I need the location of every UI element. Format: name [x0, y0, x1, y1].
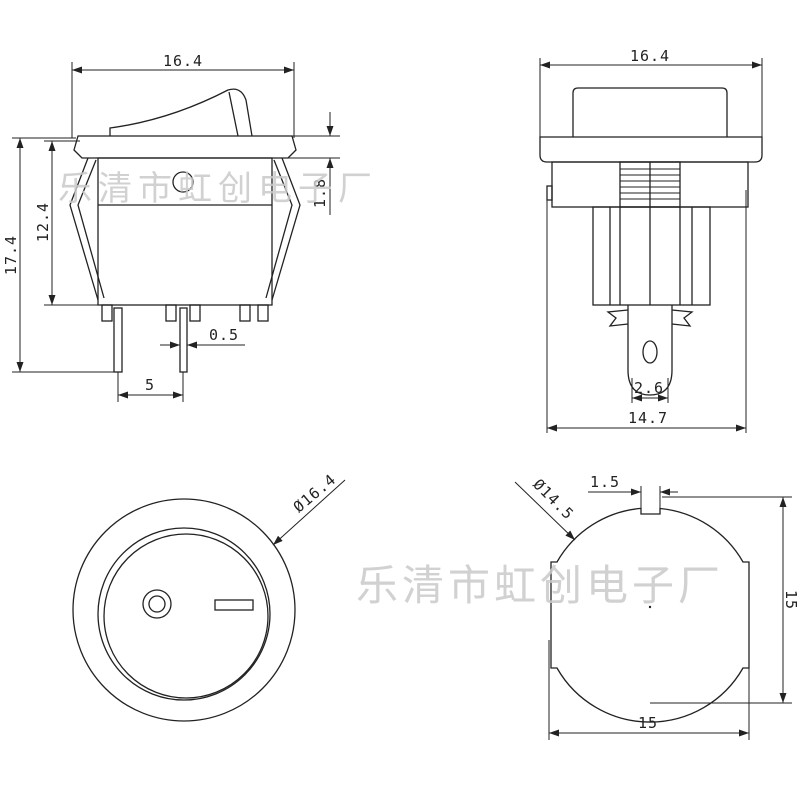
cutout-center-mark — [648, 605, 652, 609]
front-total-height-label: 17.4 — [2, 235, 20, 275]
front-clip-left-outer — [69, 157, 99, 301]
front-terminal-base — [239, 304, 251, 322]
side-width-label: 16.4 — [630, 47, 670, 65]
front-body-height-label: 12.4 — [34, 202, 52, 242]
cutout-key-width-label: 1.5 — [590, 473, 620, 491]
watermark-middle: 乐清市虹创电子厂 — [356, 561, 724, 610]
side-neck-tab — [546, 185, 553, 201]
front-clip-right-inner — [265, 159, 293, 299]
top-diameter-leader — [272, 479, 346, 546]
top-bezel-outer — [72, 498, 296, 722]
front-bezel-thickness-label: 1.8 — [311, 178, 329, 208]
top-diameter-label: Ø16.4 — [290, 470, 340, 516]
front-terminal-base — [189, 304, 201, 322]
top-rocker-face — [97, 527, 271, 701]
front-pin-middle — [179, 307, 188, 373]
front-terminal-base — [101, 304, 113, 322]
top-off-symbol-inner — [148, 595, 166, 613]
side-terminal-width-label: 2.6 — [634, 379, 664, 397]
side-bezel — [539, 136, 763, 163]
front-pin-left — [113, 307, 123, 373]
front-rocker-face-line — [228, 91, 239, 137]
front-terminal-base — [165, 304, 177, 322]
cutout-outline — [550, 507, 750, 723]
front-body — [97, 157, 273, 306]
cutout-height-label: 15 — [782, 590, 800, 610]
front-rocker-actuator — [109, 88, 253, 137]
front-clip-right-outer — [271, 157, 301, 301]
top-rocker-face-inner — [103, 533, 269, 699]
front-pin-thickness-label: 0.5 — [209, 326, 239, 344]
cutout-diameter-leader — [514, 481, 576, 541]
side-body-width-label: 14.7 — [628, 409, 668, 427]
side-actuator — [572, 87, 728, 137]
front-width-label: 16.4 — [163, 52, 203, 70]
side-lower-body — [592, 206, 711, 306]
front-terminal-base — [257, 304, 269, 322]
side-view: 16.4 2.6 — [539, 47, 763, 433]
front-clip-left-inner — [77, 159, 105, 299]
cutout-diameter-label: Ø14.5 — [529, 475, 577, 523]
top-on-symbol — [214, 599, 254, 611]
front-view: 16.4 0.5 5 — [2, 52, 340, 402]
front-pin-spacing-label: 5 — [145, 376, 155, 394]
top-view: Ø16.4 — [72, 470, 346, 722]
side-terminal-barb-left — [606, 309, 629, 327]
cutout-width-label: 15 — [638, 714, 658, 732]
front-indicator-dot — [172, 171, 194, 193]
side-terminal-slot — [642, 340, 658, 364]
top-off-symbol-outer — [142, 589, 172, 619]
front-bezel — [73, 135, 297, 159]
side-terminal-barb-right — [671, 309, 694, 327]
watermark-top: 乐清市虹创电子厂 — [58, 169, 378, 209]
